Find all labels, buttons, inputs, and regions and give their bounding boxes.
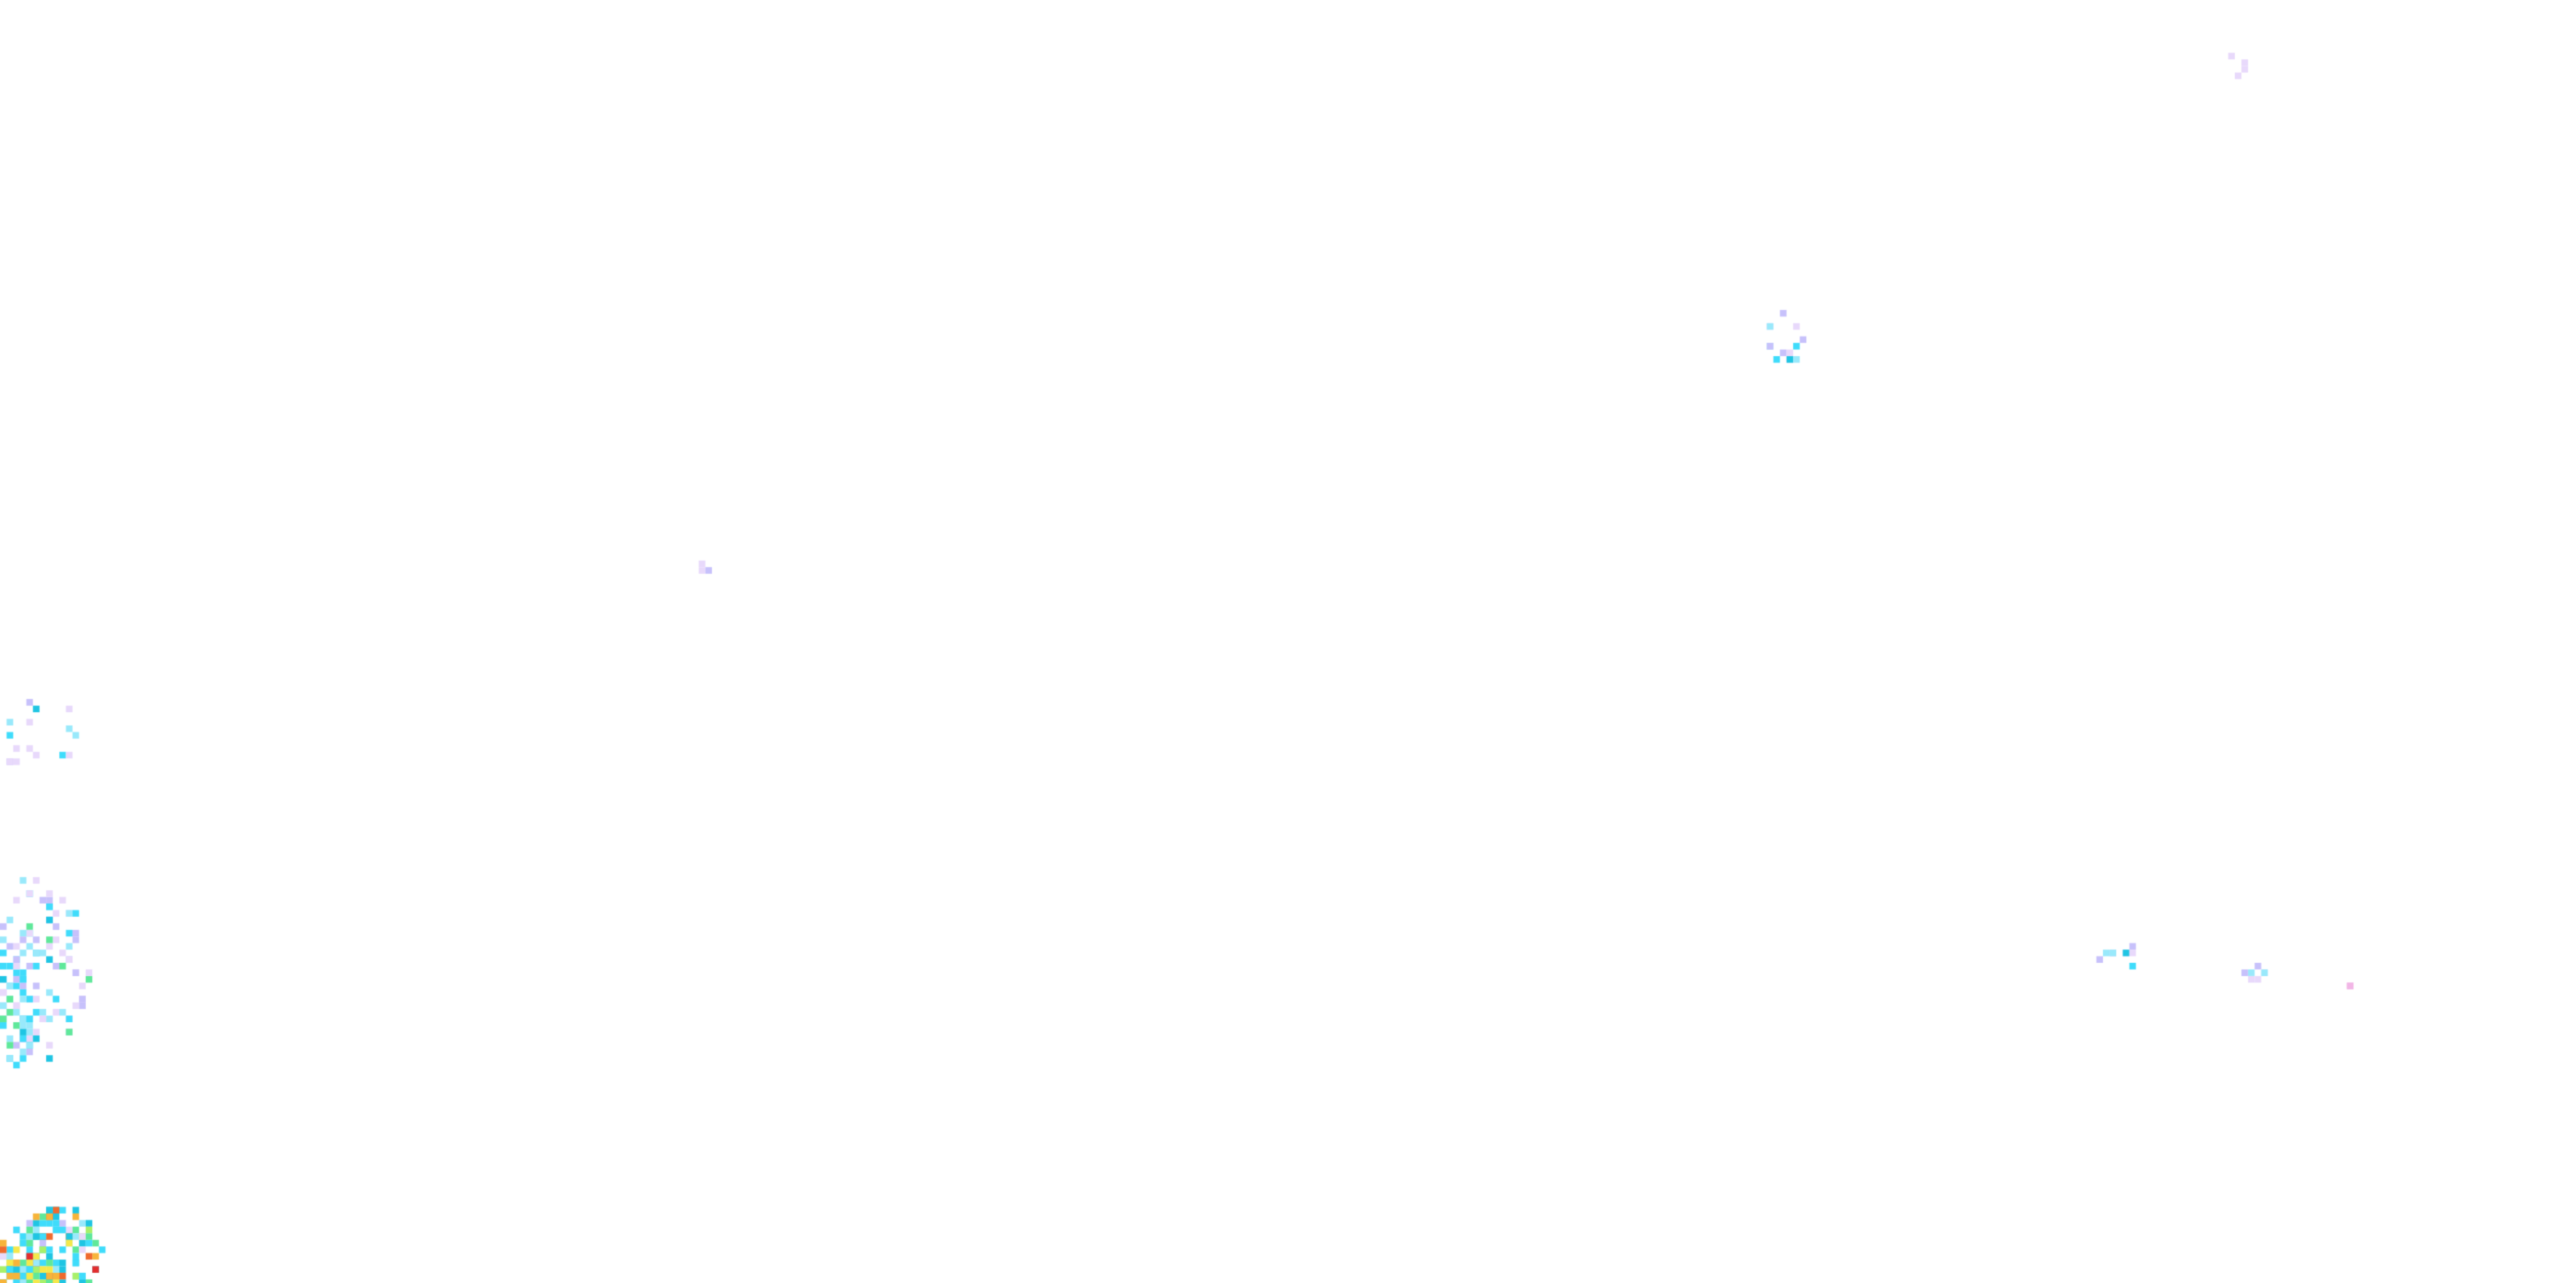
radar-map-tile[interactable]	[0, 0, 2576, 1283]
precipitation-overlay	[0, 0, 2576, 1283]
